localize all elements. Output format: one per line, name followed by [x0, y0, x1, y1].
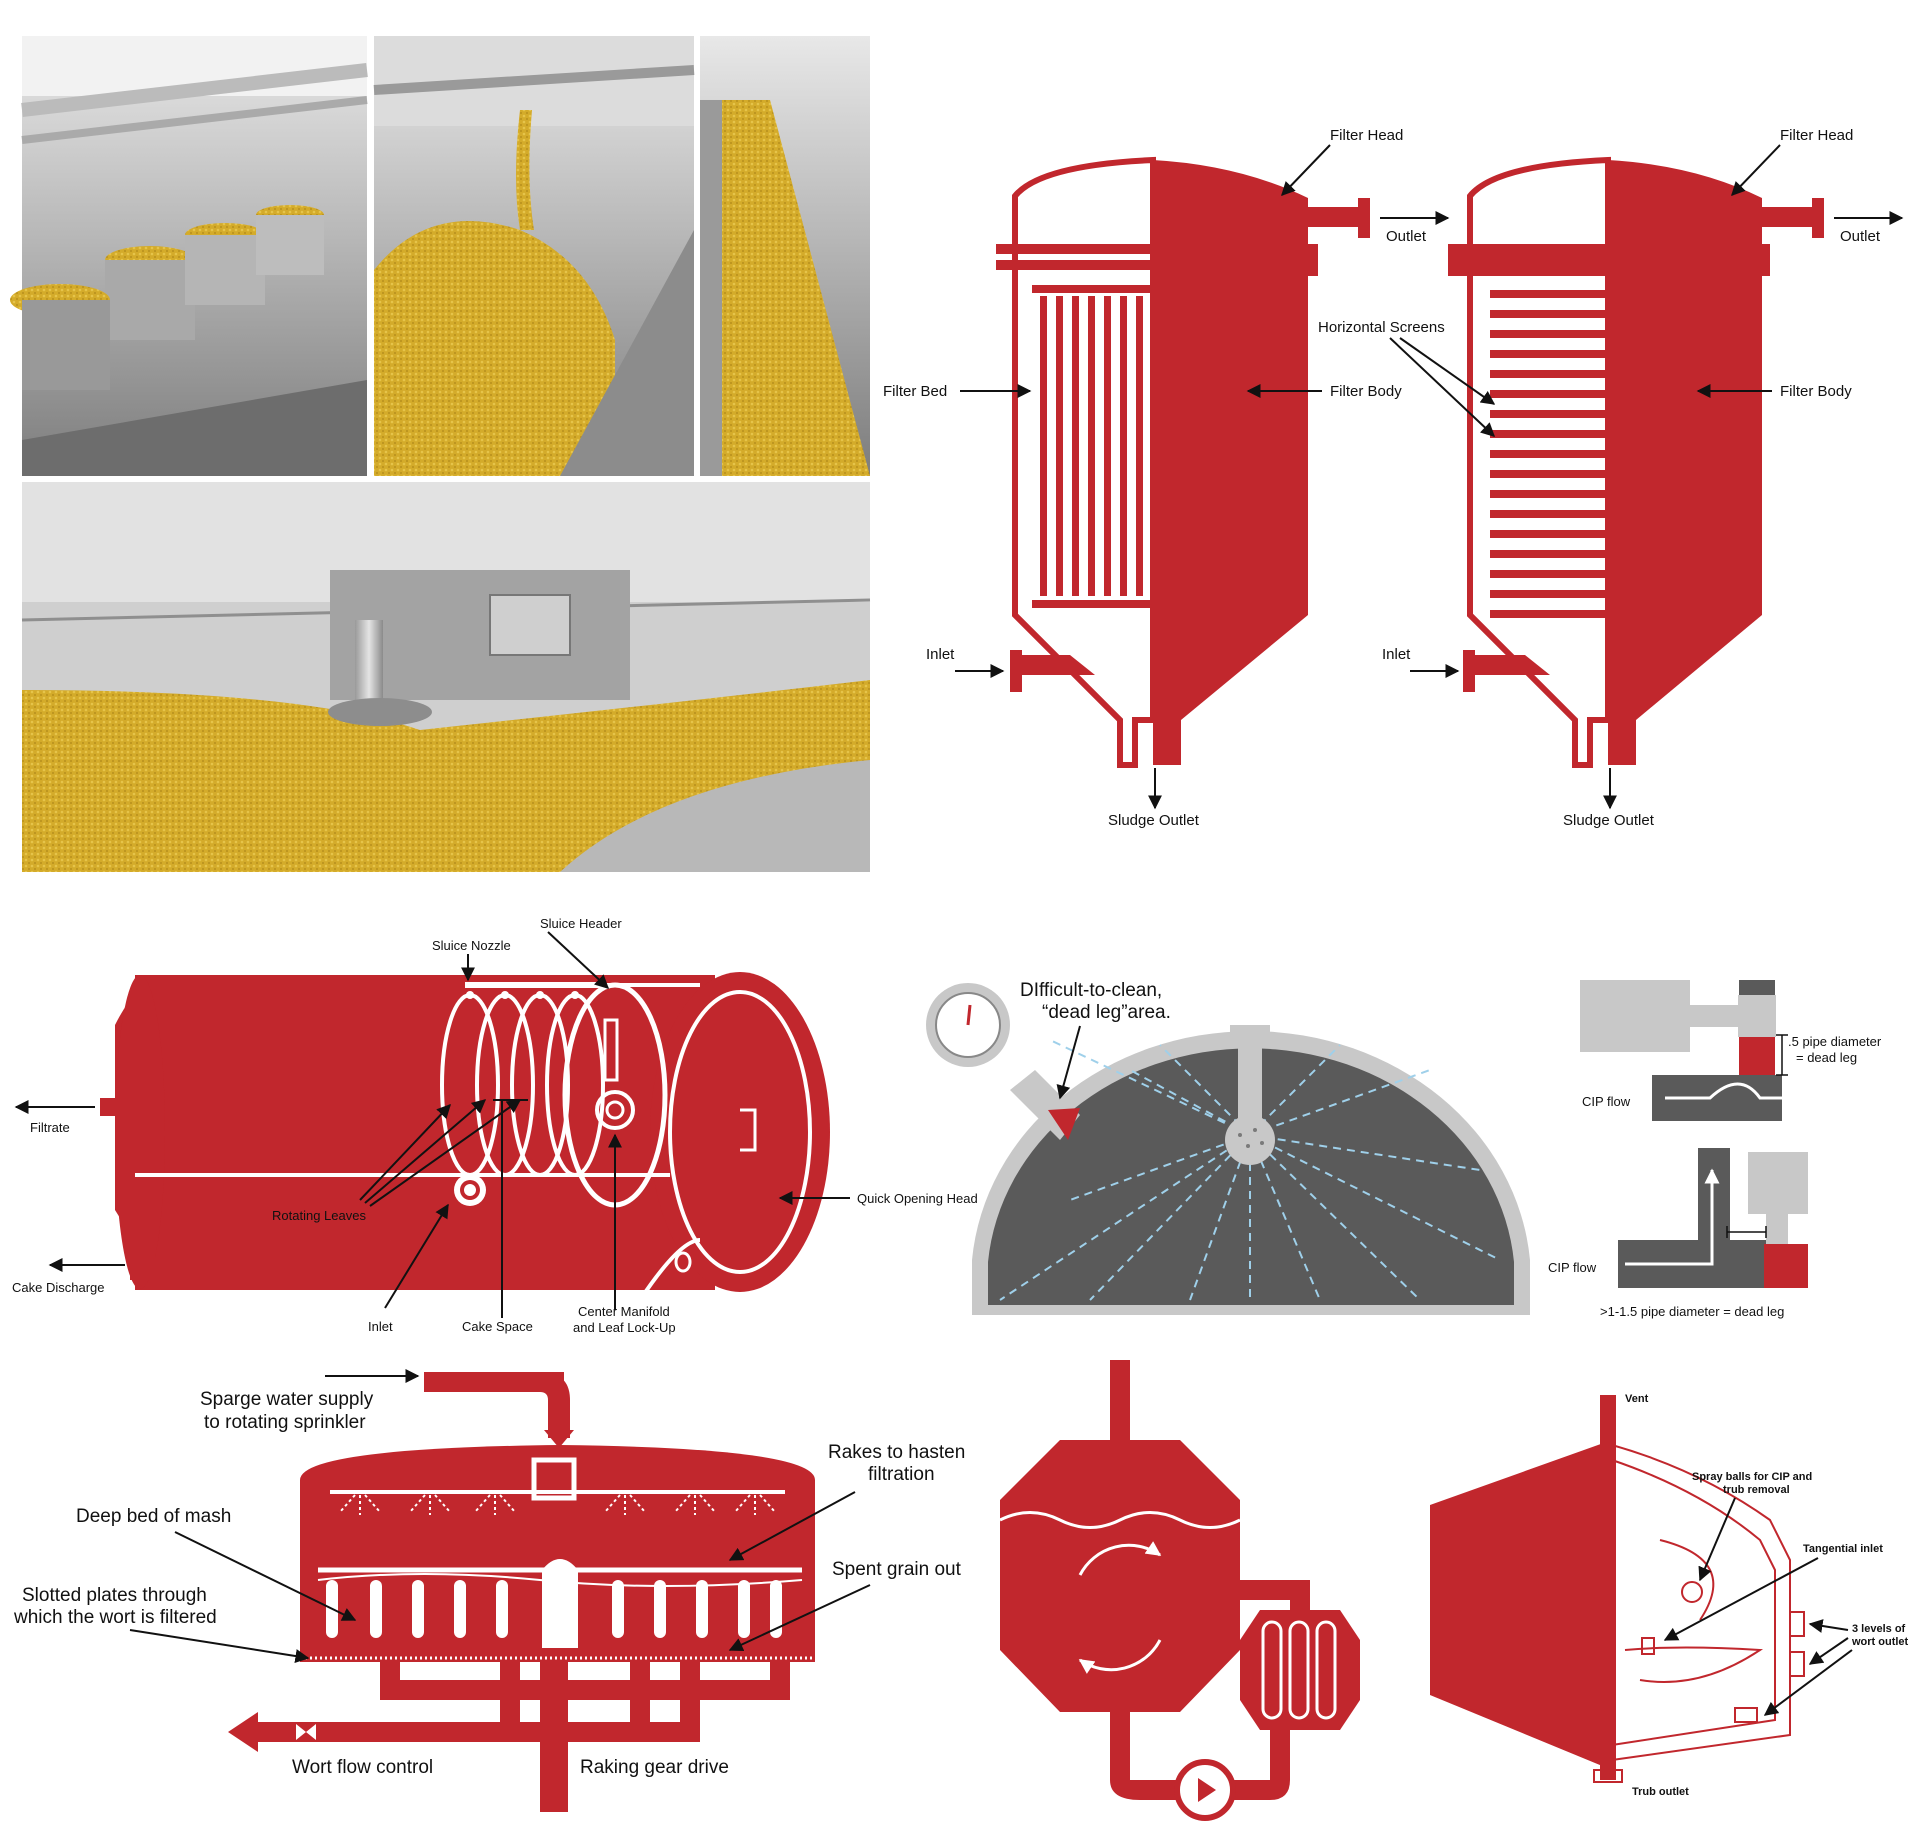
photo-malting-floor-turner — [21, 482, 871, 872]
photo-germination-tanks — [10, 36, 368, 476]
dead-leg-tank — [926, 983, 1530, 1315]
filter1-labels: Filter Head Outlet Filter Bed Filter Bod… — [883, 127, 1450, 829]
dead-leg-pipe-top — [1580, 980, 1798, 1121]
label-inlet-1: Inlet — [926, 646, 955, 663]
whirlpool-labels: Vent Spray balls for CIP and trub remova… — [1625, 1393, 1909, 1798]
label-slotted-2: which the wort is filtered — [13, 1607, 217, 1628]
label-cake-discharge: Cake Discharge — [12, 1280, 105, 1295]
label-sparge-1: Sparge water supply — [200, 1389, 374, 1410]
label-outlet-2: Outlet — [1840, 228, 1881, 245]
label-dead-leg-top-1: .5 pipe diameter — [1788, 1034, 1882, 1049]
label-filter-head-2: Filter Head — [1780, 127, 1853, 144]
label-vent: Vent — [1625, 1393, 1649, 1405]
dead-leg-callout: DIfficult-to-clean, “dead leg”area. — [1020, 980, 1171, 1100]
label-filter-bed: Filter Bed — [883, 383, 947, 400]
filter-vertical-leaf — [996, 156, 1370, 768]
label-filter-head-1: Filter Head — [1330, 127, 1403, 144]
whirlpool-loop — [999, 1360, 1360, 1821]
label-levels-1: 3 levels of — [1852, 1623, 1906, 1635]
lauter-tun — [228, 1372, 815, 1812]
label-cip-flow-bottom: CIP flow — [1548, 1260, 1597, 1275]
label-spent-grain: Spent grain out — [832, 1559, 962, 1580]
filter-leaves — [1040, 296, 1143, 596]
label-cip-flow-top: CIP flow — [1582, 1094, 1631, 1109]
label-sludge-outlet-2: Sludge Outlet — [1563, 812, 1655, 829]
label-filter-body-2: Filter Body — [1780, 383, 1852, 400]
label-inlet-2: Inlet — [1382, 646, 1411, 663]
label-dead-leg-2: “dead leg”area. — [1042, 1002, 1171, 1023]
label-filter-body-1: Filter Body — [1330, 383, 1402, 400]
label-sluice-header: Sluice Header — [540, 916, 622, 931]
sprinkler-sprays — [339, 1494, 776, 1515]
label-rotating-leaves: Rotating Leaves — [272, 1208, 366, 1223]
label-wort-flow: Wort flow control — [292, 1757, 433, 1778]
label-center-manifold-1: Center Manifold — [578, 1304, 670, 1319]
label-horizontal-screens: Horizontal Screens — [1318, 319, 1445, 336]
label-dead-leg-top-2: = dead leg — [1796, 1050, 1857, 1065]
rotating-leaf-labels: Sluice Header Sluice Nozzle Filtrate Cak… — [12, 916, 978, 1335]
rakes — [326, 1559, 782, 1648]
filter2-labels: Filter Head Outlet Horizontal Screens Fi… — [1318, 127, 1904, 829]
label-spray-1: Spray balls for CIP and — [1692, 1471, 1812, 1483]
label-quick-opening-head: Quick Opening Head — [857, 1191, 978, 1206]
label-cake-space: Cake Space — [462, 1319, 533, 1334]
horizontal-screens — [1490, 290, 1608, 618]
photo-malt-bed-channel — [700, 36, 870, 476]
label-rakes-2: filtration — [868, 1464, 935, 1485]
label-deep-bed: Deep bed of mash — [76, 1506, 231, 1527]
label-outlet-1: Outlet — [1386, 228, 1427, 245]
label-slotted-1: Slotted plates through — [22, 1585, 207, 1606]
label-sludge-outlet-1: Sludge Outlet — [1108, 812, 1200, 829]
label-dead-leg-1: DIfficult-to-clean, — [1020, 980, 1162, 1001]
photo-grain-pouring — [373, 36, 695, 476]
label-filtrate: Filtrate — [30, 1120, 70, 1135]
rotating-leaf-filter — [100, 972, 830, 1302]
label-spray-2: trub removal — [1723, 1484, 1790, 1496]
spray-lines — [999, 1039, 1501, 1301]
filter-horizontal-screen — [1448, 156, 1824, 768]
label-center-manifold-2: and Leaf Lock-Up — [573, 1320, 676, 1335]
label-inlet-3: Inlet — [368, 1319, 393, 1334]
dead-leg-pipe-bottom — [1618, 1148, 1808, 1288]
label-tangential: Tangential inlet — [1803, 1543, 1883, 1555]
label-dead-leg-bottom: >1-1.5 pipe diameter = dead leg — [1600, 1304, 1784, 1319]
label-trub-outlet: Trub outlet — [1632, 1786, 1689, 1798]
label-raking-gear: Raking gear drive — [580, 1757, 729, 1778]
label-sluice-nozzle: Sluice Nozzle — [432, 938, 511, 953]
label-rakes-1: Rakes to hasten — [828, 1442, 965, 1463]
label-levels-2: wort outlet — [1851, 1636, 1909, 1648]
whirlpool-section — [1430, 1395, 1805, 1783]
lauter-labels: Sparge water supply to rotating sprinkle… — [13, 1369, 965, 1778]
label-sparge-2: to rotating sprinkler — [204, 1412, 366, 1433]
